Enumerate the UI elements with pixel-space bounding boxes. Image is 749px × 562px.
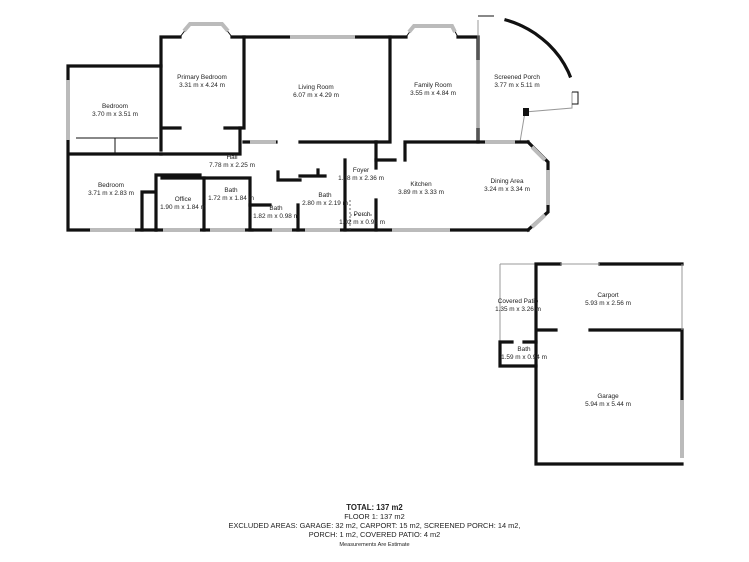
screened-porch-posts — [478, 15, 579, 105]
area-summary: TOTAL: 137 m2 FLOOR 1: 137 m2 EXCLUDED A… — [0, 503, 749, 539]
front-door — [349, 200, 372, 230]
screened-porch-outline — [477, 20, 573, 143]
primary-bedroom-walls — [159, 35, 246, 152]
floor-area: FLOOR 1: 137 m2 — [344, 512, 405, 521]
covered-patio-outline — [499, 263, 536, 342]
family-bay-glass — [407, 24, 457, 34]
dining-bay-glass — [530, 145, 550, 229]
excluded-areas-line-1: EXCLUDED AREAS: GARAGE: 32 m2, CARPORT: … — [228, 521, 521, 530]
bath-1-walls — [202, 176, 254, 232]
bath-3-walls — [276, 158, 347, 232]
primary-bay-glass — [182, 22, 230, 33]
total-area: TOTAL: 137 m2 — [346, 503, 403, 512]
porch-column — [523, 108, 529, 116]
hall-walls — [140, 126, 242, 232]
excluded-areas-line-2: PORCH: 1 m2, COVERED PATIO: 4 m2 — [308, 530, 441, 539]
bedroom-left-closet — [76, 137, 158, 154]
bedroom-left-walls — [66, 64, 163, 232]
estimate-note: Measurements Are Estimate — [339, 542, 410, 548]
garage-building-walls — [534, 262, 684, 466]
patio-bath-walls — [498, 340, 538, 368]
kitchen-walls — [374, 140, 530, 232]
screened-porch-curve — [504, 18, 573, 79]
